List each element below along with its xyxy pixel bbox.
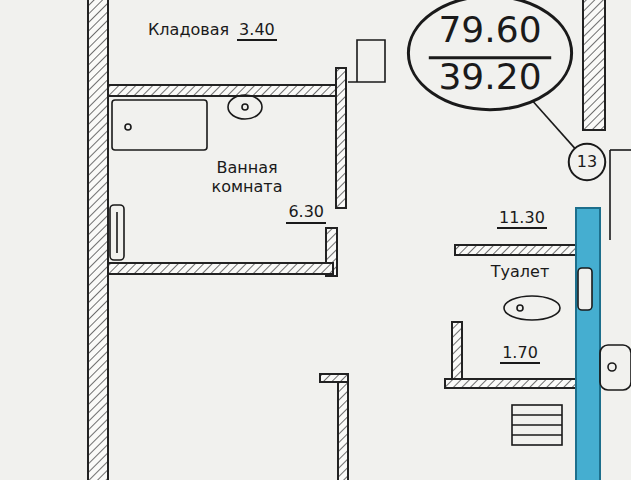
- bathtub: [112, 100, 207, 150]
- wall: [108, 263, 333, 274]
- callout-circle: 13: [568, 143, 606, 181]
- sink: [600, 345, 631, 390]
- leader-line: [533, 101, 575, 148]
- wall: [320, 374, 348, 382]
- cistern: [578, 268, 592, 310]
- room-name: Туалет: [491, 262, 549, 281]
- room-name: Ванная комната: [192, 158, 302, 196]
- room: Ванная комната 6.30: [168, 158, 326, 224]
- walls: [88, 0, 605, 480]
- room-name: Кладовая: [148, 20, 229, 39]
- total-area: 79.60: [438, 9, 541, 50]
- wall: [445, 379, 577, 388]
- room: Туалет 1.70: [465, 262, 575, 364]
- radiator: [110, 205, 124, 260]
- radiator: [116, 212, 118, 253]
- sink: [228, 95, 262, 119]
- washer: [512, 415, 562, 435]
- wall: [452, 322, 462, 384]
- wall: [336, 68, 346, 208]
- circle-outline: [569, 144, 605, 180]
- outer-wall: [88, 0, 108, 480]
- callout-number: 13: [577, 152, 597, 171]
- living-area: 39.20: [438, 56, 541, 97]
- fixtures: [110, 40, 631, 445]
- room-area: 3.40: [237, 20, 277, 41]
- room-area: 11.30: [497, 208, 547, 229]
- wall-line: [609, 150, 611, 240]
- highlight-band: [576, 208, 600, 480]
- drain: [242, 104, 248, 110]
- area-ellipse: 79.60 39.20: [405, 0, 575, 112]
- ellipse-outline: [408, 0, 571, 110]
- toilet: [504, 296, 560, 320]
- wall-line: [610, 149, 631, 151]
- drain: [608, 363, 616, 371]
- washer: [512, 405, 562, 445]
- door-symbol: [348, 40, 385, 82]
- drain: [125, 124, 131, 130]
- wall: [583, 0, 605, 130]
- room-area: 1.70: [500, 343, 540, 364]
- room-area: 6.30: [286, 202, 326, 223]
- wall: [108, 85, 343, 96]
- drain: [517, 305, 523, 311]
- room: Кладовая 3.40: [148, 20, 338, 41]
- wall: [455, 245, 577, 255]
- wall: [338, 380, 348, 480]
